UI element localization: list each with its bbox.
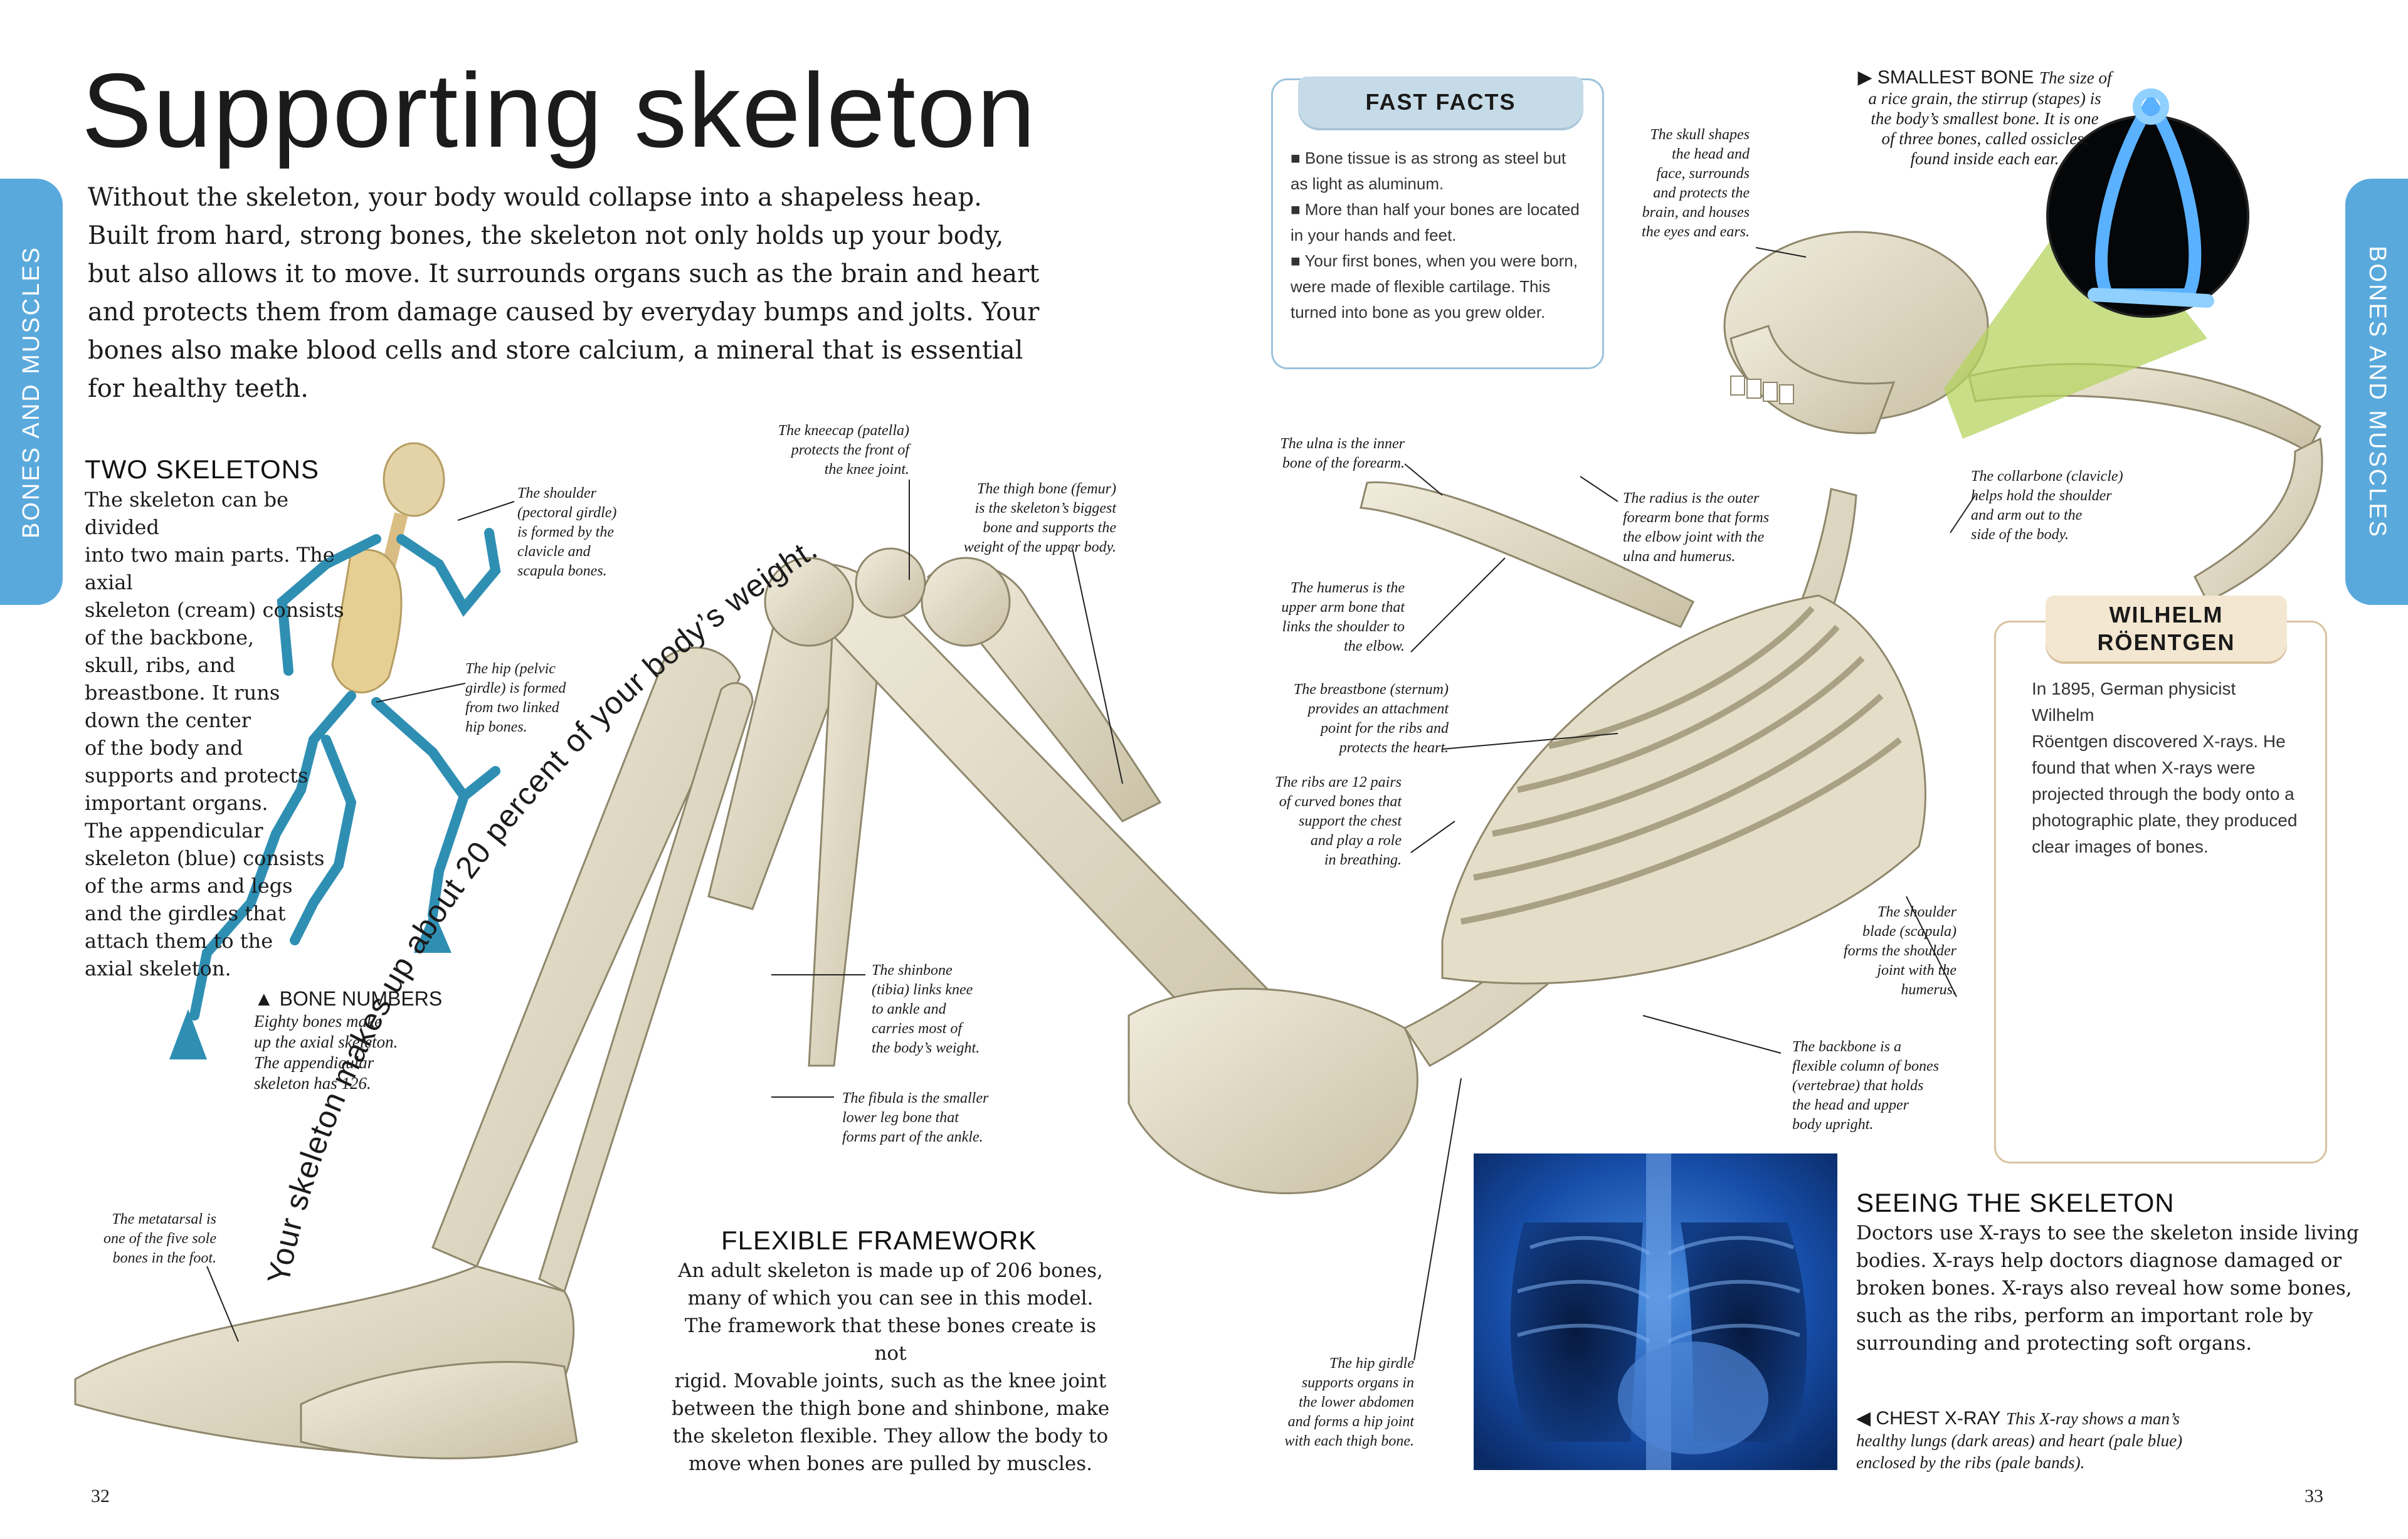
page-number-left: 32 [91, 1486, 110, 1506]
zoom-cone [1944, 188, 2207, 439]
roentgen-heading-line2: RÖENTGEN [2097, 629, 2236, 655]
leader-lines [206, 247, 1976, 1361]
fast-fact-item: ■ Your first bones, when you were born,w… [1291, 251, 1578, 322]
chest-xray-image [1474, 1153, 1837, 1470]
label-thigh: The thigh bone (femur)is the skeleton’s … [963, 481, 1116, 555]
fast-facts-heading: FAST FACTS [1365, 89, 1516, 115]
intro-paragraph: Without the skeleton, your body would co… [88, 183, 1040, 403]
page-title: Supporting skeleton [82, 51, 1037, 169]
seeing-skeleton-heading: SEEING THE SKELETON [1856, 1188, 2175, 1217]
label-shoulder: The shoulder(pectoral girdle)is formed b… [517, 485, 617, 579]
fast-facts-tab: FAST FACTS [1298, 76, 1583, 128]
seeing-skeleton-text: Doctors use X-rays to see the skeleton i… [1856, 1222, 2359, 1355]
stapes-image [2046, 88, 2249, 318]
label-kneecap: The kneecap (patella)protects the front … [778, 423, 909, 478]
skeleton-model [74, 231, 2323, 1459]
side-tab-left: BONES AND MUSCLES [0, 179, 63, 605]
chest-xray-caption: ◀ CHEST X-RAY This X-ray shows a man’s h… [1856, 1408, 2183, 1472]
flexible-framework-heading: FLEXIBLE FRAMEWORK [721, 1226, 1037, 1255]
running-skeleton-figure [169, 442, 501, 1059]
flexible-framework-text: An adult skeleton is made up of 206 bone… [671, 1259, 1110, 1475]
page-number-right: 33 [2305, 1486, 2323, 1506]
roentgen-heading-line1: WILHELM [2109, 601, 2224, 628]
roentgen-tab: WILHELM RÖENTGEN [2046, 596, 2287, 661]
two-skeletons-heading: TWO SKELETONS [85, 454, 319, 484]
bone-numbers-heading: ▲ BONE NUMBERS [254, 987, 443, 1010]
roentgen-box [1994, 621, 2327, 1163]
label-breastbone: The breastbone (sternum)provides an atta… [1293, 681, 1449, 756]
side-tab-right: BONES AND MUSCLES [2345, 179, 2408, 605]
smallest-bone-heading: ▶ SMALLEST BONE [1857, 67, 2034, 88]
smallest-bone-caption: ▶ SMALLEST BONE The size of a rice grain… [1857, 67, 2112, 169]
chest-xray-heading: ◀ CHEST X-RAY [1856, 1408, 2001, 1429]
label-collarbone: The collarbone (clavicle)helps hold the … [1971, 468, 2123, 543]
